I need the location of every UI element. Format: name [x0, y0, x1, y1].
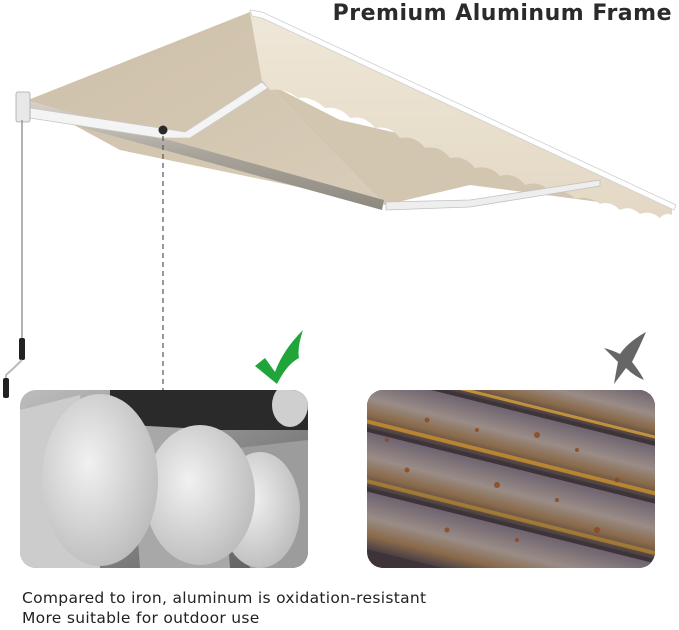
crank-grip [19, 338, 25, 360]
rusty-iron-rods-image [367, 390, 655, 568]
wall-bracket [15, 91, 31, 123]
awning-valance [250, 12, 672, 218]
arm-joint [158, 125, 168, 135]
awning-illustration [3, 9, 677, 398]
awning-canopy [28, 12, 385, 205]
aluminum-rods-image [20, 390, 308, 568]
page-title: Premium Aluminum Frame [332, 1, 672, 26]
check-icon [255, 330, 303, 384]
folding-arm-right [385, 179, 601, 211]
caption-line-2: More suitable for outdoor use [22, 609, 260, 627]
folding-arm-left [29, 81, 269, 139]
cross-icon [604, 332, 646, 384]
crank-handle [3, 378, 9, 398]
caption-line-1: Compared to iron, aluminum is oxidation-… [22, 589, 427, 607]
front-bar [249, 9, 677, 211]
caption: Compared to iron, aluminum is oxidation-… [22, 588, 426, 628]
